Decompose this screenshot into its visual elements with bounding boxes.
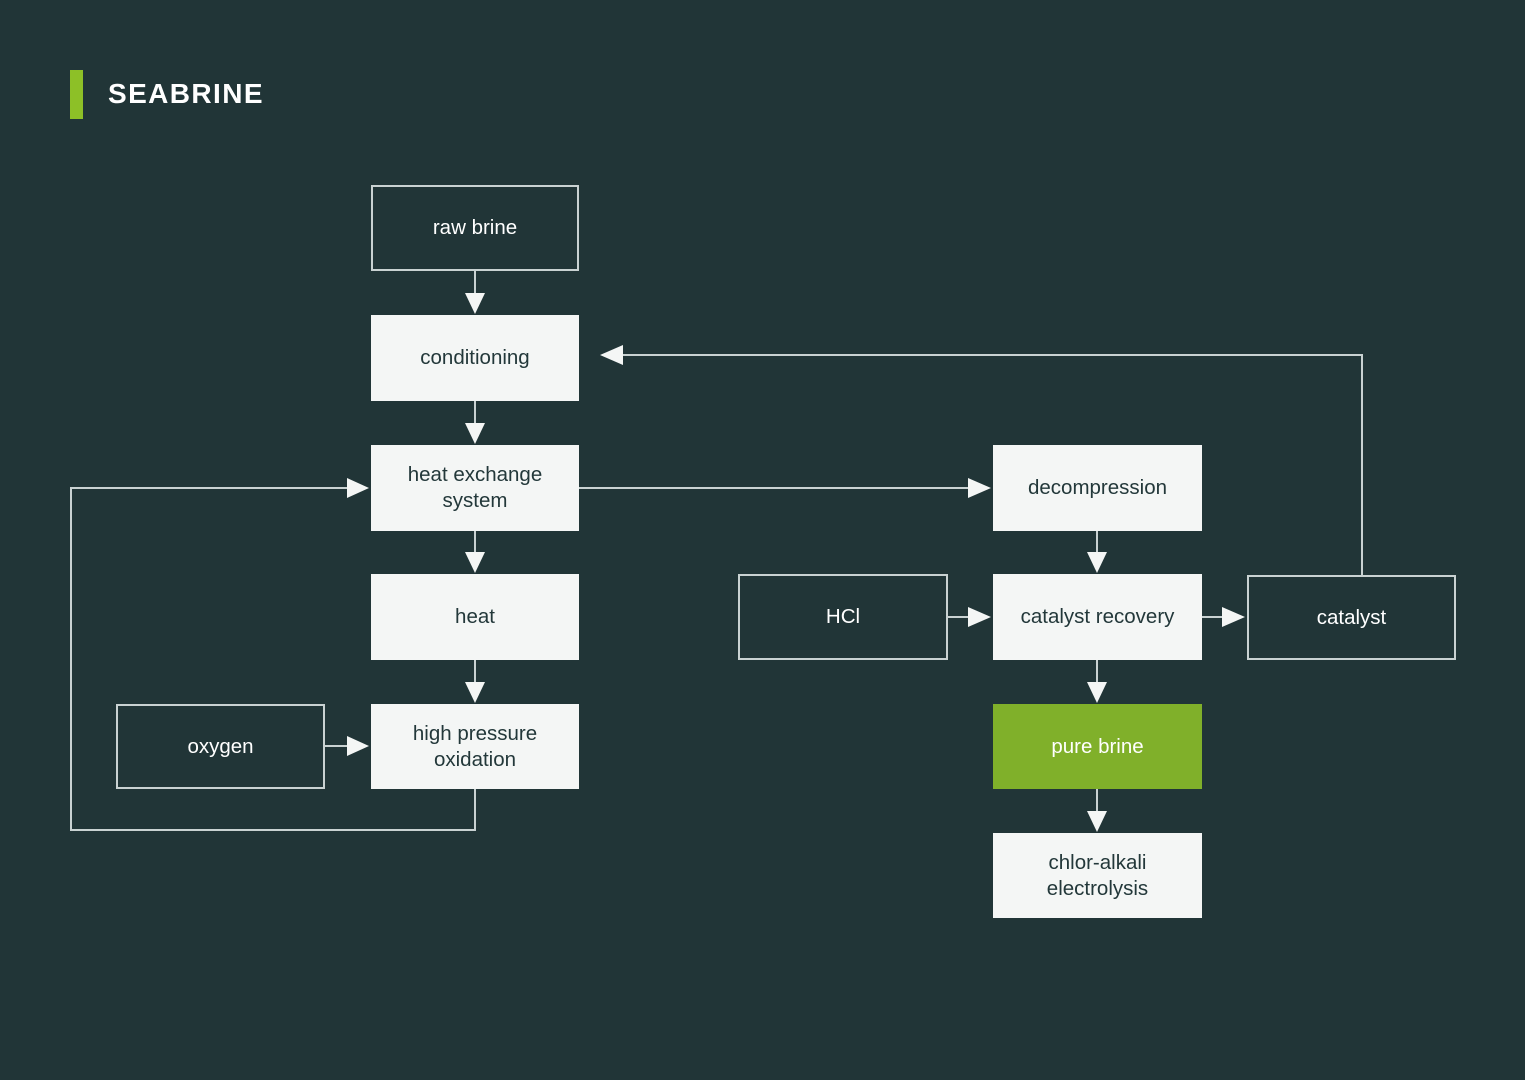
edge-oxygen-to-high-pressure-oxidation [325,736,369,756]
node-pure-brine[interactable]: pure brine [993,704,1202,789]
accent-bar-icon [70,69,83,119]
edge-heat-exchange-to-decompression [579,478,991,498]
edge-catalyst-recovery-to-pure-brine [1087,660,1107,703]
node-oxygen[interactable]: oxygen [116,704,325,789]
node-hcl[interactable]: HCl [738,574,948,660]
edge-conditioning-to-heat-exchange [465,401,485,444]
edge-catalyst-recovery-to-catalyst [1202,607,1245,627]
node-heat[interactable]: heat [371,574,579,660]
edge-raw-brine-to-conditioning [465,271,485,314]
node-heat-exchange-system[interactable]: heat exchange system [371,445,579,531]
node-high-pressure-oxidation[interactable]: high pressure oxidation [371,704,579,789]
node-decompression[interactable]: decompression [993,445,1202,531]
edge-heat-exchange-to-heat [465,531,485,573]
node-conditioning[interactable]: conditioning [371,315,579,401]
edge-heat-to-high-pressure-oxidation [465,660,485,703]
node-catalyst[interactable]: catalyst [1247,575,1456,660]
node-chlor-alkali-electrolysis[interactable]: chlor-alkali electrolysis [993,833,1202,918]
edge-catalyst-recycle-to-conditioning [600,345,1363,575]
node-raw-brine[interactable]: raw brine [371,185,579,271]
page-title: SEABRINE [108,78,264,109]
node-catalyst-recovery[interactable]: catalyst recovery [993,574,1202,660]
edge-decompression-to-catalyst-recovery [1087,531,1107,573]
edge-hcl-to-catalyst-recovery [948,607,991,627]
brand-header: SEABRINE [70,68,264,120]
edge-pure-brine-to-chlor-alkali [1087,789,1107,832]
